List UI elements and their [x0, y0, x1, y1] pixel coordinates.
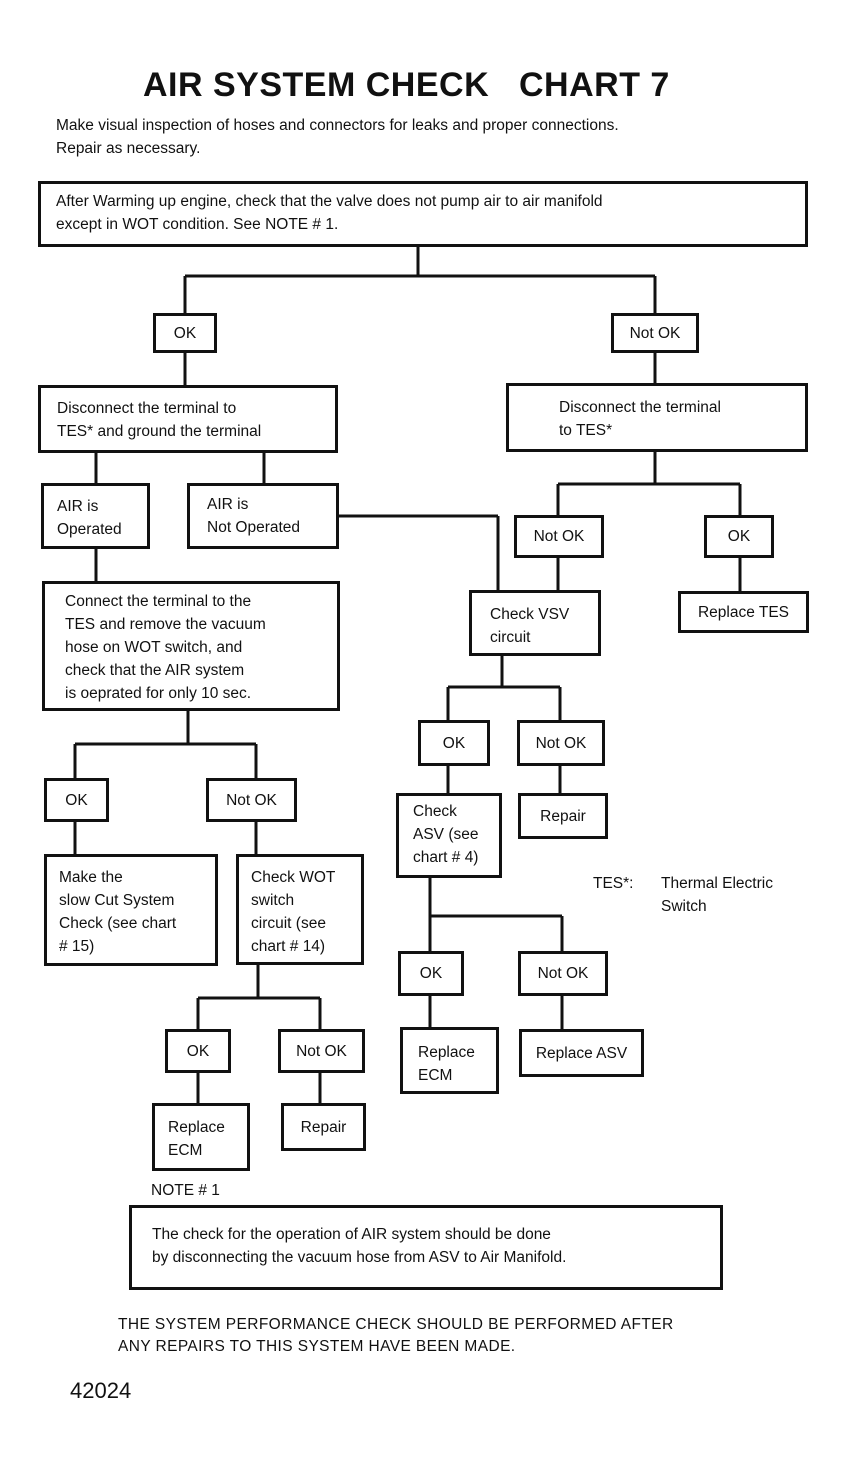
- air-operated-box: AIR is Operated: [41, 483, 150, 549]
- connect-terminal-box: Connect the terminal to the TES and remo…: [42, 581, 340, 711]
- repair-wot-box: Repair: [281, 1103, 366, 1151]
- disconnect-ground-box: Disconnect the terminal to TES* and grou…: [38, 385, 338, 453]
- not-ok-connect-box: Not OK: [206, 778, 297, 822]
- note-box: The check for the operation of AIR syste…: [129, 1205, 723, 1290]
- note-heading: NOTE # 1: [151, 1182, 220, 1199]
- not-ok-wot-box: Not OK: [278, 1029, 365, 1073]
- not-ok-tes-box: Not OK: [514, 515, 604, 558]
- air-not-operated-box: AIR is Not Operated: [187, 483, 339, 549]
- disconnect-tes-box: Disconnect the terminal to TES*: [506, 383, 808, 452]
- check-asv-box: Check ASV (see chart # 4): [396, 793, 502, 878]
- chart-title: AIR SYSTEM CHECK CHART 7: [143, 66, 670, 104]
- intro-text: Make visual inspection of hoses and conn…: [56, 117, 619, 157]
- check-wot-box: Check WOT switch circuit (see chart # 14…: [236, 854, 364, 965]
- not-ok-top-box: Not OK: [611, 313, 699, 353]
- replace-tes-box: Replace TES: [678, 591, 809, 633]
- not-ok-vsv-box: Not OK: [517, 720, 605, 766]
- ok-vsv-box: OK: [418, 720, 490, 766]
- legend-term: TES*:: [593, 875, 634, 892]
- not-ok-asv-box: Not OK: [518, 951, 608, 996]
- ok-top-box: OK: [153, 313, 217, 353]
- figure-number: 42024: [70, 1378, 132, 1403]
- legend-definition: Thermal Electric Switch: [661, 875, 773, 915]
- ok-wot-box: OK: [165, 1029, 231, 1073]
- footer-notice: THE SYSTEM PERFORMANCE CHECK SHOULD BE P…: [118, 1316, 674, 1355]
- ok-connect-box: OK: [44, 778, 109, 822]
- slow-cut-check-box: Make the slow Cut System Check (see char…: [44, 854, 218, 966]
- replace-ecm-asv-box: Replace ECM: [400, 1027, 499, 1094]
- ok-tes-box: OK: [704, 515, 774, 558]
- replace-ecm-wot-box: Replace ECM: [152, 1103, 250, 1171]
- replace-asv-box: Replace ASV: [519, 1029, 644, 1077]
- ok-asv-box: OK: [398, 951, 464, 996]
- check-vsv-box: Check VSV circuit: [469, 590, 601, 656]
- start-check-box: After Warming up engine, check that the …: [38, 181, 808, 247]
- repair-vsv-box: Repair: [518, 793, 608, 839]
